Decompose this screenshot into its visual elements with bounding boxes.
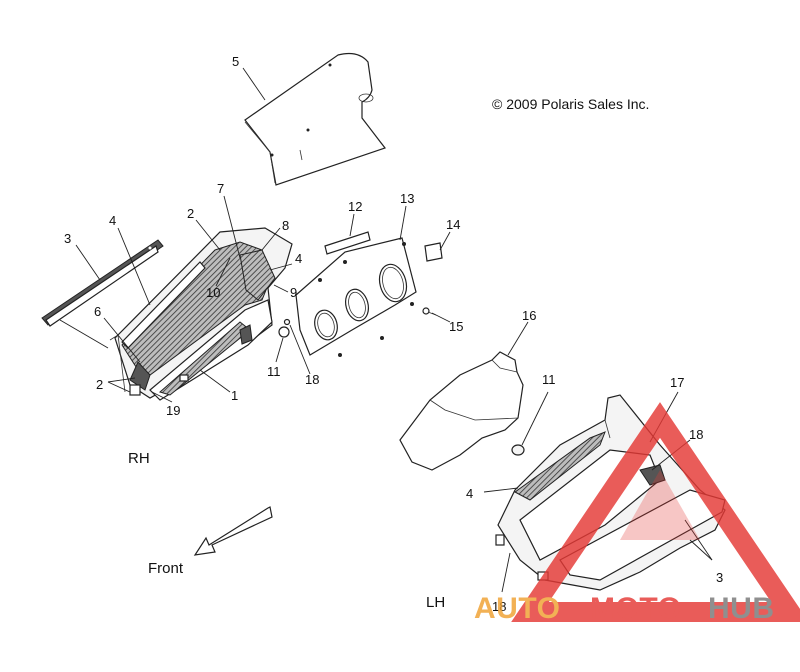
callout-4-rh-b: 4 <box>295 251 302 266</box>
watermark-auto: AUTO <box>474 592 560 625</box>
part-14-sticker <box>424 242 443 262</box>
rh-instrument-housing <box>109 227 293 401</box>
part-12-label <box>324 231 371 255</box>
callout-labels: 5 3 4 2 7 8 4 10 9 6 2 19 1 11 18 12 13 … <box>64 54 723 614</box>
front-direction-arrow <box>193 506 273 556</box>
callout-7: 7 <box>217 181 224 196</box>
callout-4-rh-a: 4 <box>109 213 116 228</box>
watermark-logo: AUTO MOTO HUB <box>474 402 800 625</box>
callout-1: 1 <box>231 388 238 403</box>
callout-6: 6 <box>94 304 101 319</box>
callout-18-lh-a: 18 <box>689 427 703 442</box>
callout-16: 16 <box>522 308 536 323</box>
copyright-text: © 2009 Polaris Sales Inc. <box>492 96 649 112</box>
callout-2-rh-a: 2 <box>187 206 194 221</box>
front-label: Front <box>148 560 184 577</box>
callout-11-rh: 11 <box>267 364 281 379</box>
callout-8: 8 <box>282 218 289 233</box>
part-11-lh-grommet <box>511 444 525 456</box>
callout-3-rh: 3 <box>64 231 71 246</box>
callout-4-lh: 4 <box>466 486 473 501</box>
lh-side-label: LH <box>426 594 445 611</box>
watermark-triangle-icon <box>511 402 800 622</box>
callout-18-lh-b: 18 <box>492 599 506 614</box>
callout-9: 9 <box>290 285 297 300</box>
part-11-18-rh-fasteners <box>278 318 291 338</box>
callout-11-lh: 11 <box>542 372 556 387</box>
part-16-cover <box>399 351 524 471</box>
callout-10: 10 <box>206 285 220 300</box>
callout-13: 13 <box>400 191 414 206</box>
watermark-moto: MOTO <box>590 592 681 625</box>
callout-15: 15 <box>449 319 463 334</box>
part-5-cover-plate <box>244 52 386 186</box>
callout-17: 17 <box>670 375 684 390</box>
callout-2-rh-b: 2 <box>96 377 103 392</box>
callout-12: 12 <box>348 199 362 214</box>
callout-19: 19 <box>166 403 180 418</box>
callout-18-rh: 18 <box>305 372 319 387</box>
part-13-gauge-bezel <box>295 237 417 357</box>
watermark-hub: HUB <box>708 592 775 625</box>
callout-5: 5 <box>232 54 239 69</box>
part-3-rh-trim-strip <box>41 239 164 327</box>
callout-14: 14 <box>446 217 460 232</box>
rh-side-label: RH <box>128 450 150 467</box>
callout-3-lh: 3 <box>716 570 723 585</box>
